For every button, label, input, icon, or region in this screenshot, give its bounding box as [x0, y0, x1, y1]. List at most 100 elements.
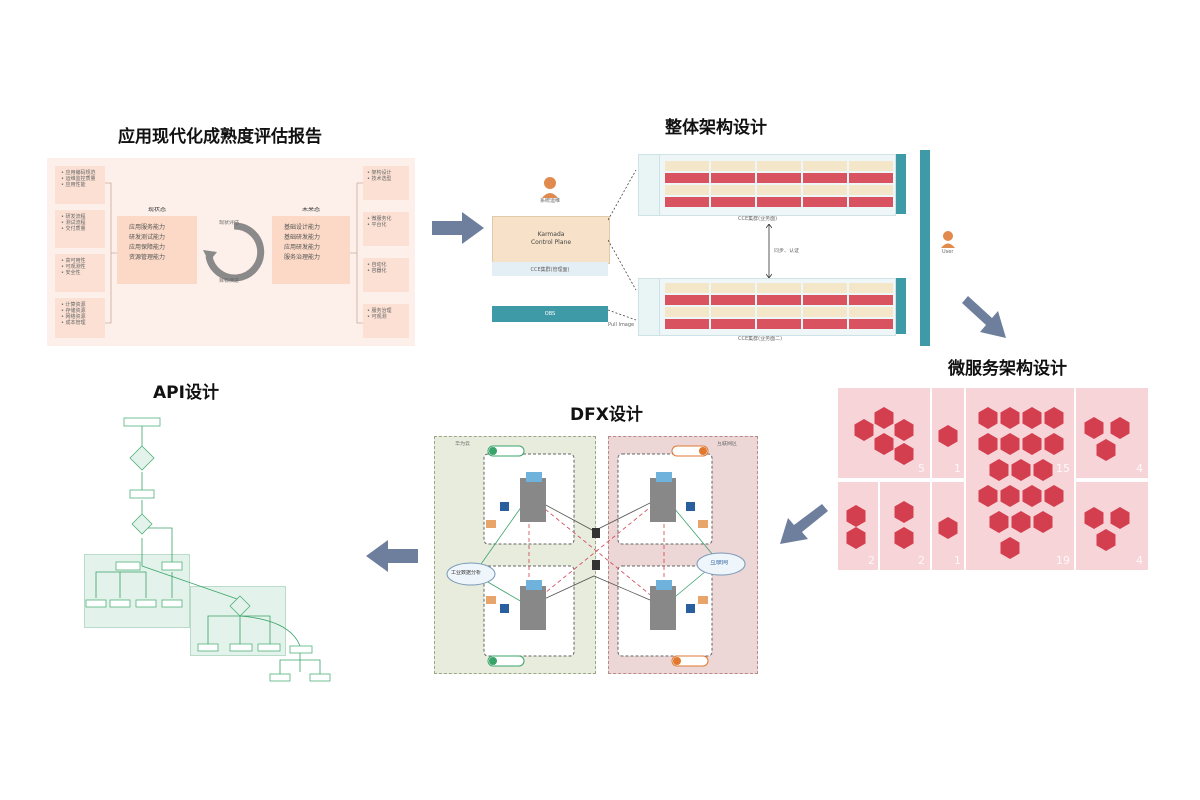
- admin-person-icon: [542, 177, 558, 198]
- service-hexagon: [1084, 507, 1104, 529]
- assess-right-box: • 微服务化• 平台化: [363, 212, 409, 246]
- service-cell: [757, 197, 801, 207]
- cluster-bottom: [638, 278, 896, 336]
- service-cell: [803, 283, 847, 293]
- ms-block: [1076, 482, 1148, 570]
- assessment-title: 应用现代化成熟度评估报告: [118, 127, 322, 147]
- target-item: 基础研发能力: [284, 234, 321, 241]
- control-plane-box: Karmada Control Plane: [492, 216, 610, 264]
- service-hexagon: [1022, 485, 1042, 507]
- service-hexagon: [1011, 459, 1031, 481]
- service-hexagon: [1044, 433, 1064, 455]
- target-item: 应用研发能力: [284, 244, 321, 251]
- ms-block: [880, 482, 930, 570]
- service-hexagon: [1044, 485, 1064, 507]
- assess-left-box: • 研发流程• 测试流程• 交付质量: [55, 210, 105, 248]
- current-state-label: 现状态: [147, 207, 166, 213]
- service-cell: [711, 173, 755, 183]
- assess-right-box: • 服务治理• 可观测: [363, 304, 409, 338]
- service-hexagon: [938, 425, 958, 447]
- control-plane-caption: CCE集群(管理面): [530, 267, 570, 273]
- service-cell: [757, 185, 801, 195]
- service-cell: [665, 319, 709, 329]
- microservice-title: 微服务架构设计: [948, 359, 1067, 379]
- target-state-label: 未来态: [301, 207, 320, 213]
- service-hexagon: [1096, 439, 1116, 461]
- assess-left-box: • 应用编码规范• 运维监控质量• 应用性能: [55, 166, 105, 204]
- ms-block: [838, 482, 878, 570]
- dfx-panel: 华为云 互联网区: [434, 436, 758, 674]
- cluster-bottom-caption: CCE集群(业务面二): [738, 336, 783, 342]
- service-cell: [711, 283, 755, 293]
- dfx-routers: [500, 502, 695, 613]
- cluster-top-side: [639, 155, 660, 215]
- service-cell: [803, 307, 847, 317]
- service-hexagon: [1033, 511, 1053, 533]
- dfx-zone-left-label: 华为云: [455, 441, 471, 447]
- service-cell: [803, 185, 847, 195]
- service-cell: [711, 295, 755, 305]
- ms-count: 19: [1056, 554, 1070, 567]
- control-plane-label: Karmada Control Plane: [530, 231, 572, 246]
- ms-count: 1: [954, 462, 961, 475]
- service-hexagon: [1000, 485, 1020, 507]
- service-cell: [803, 319, 847, 329]
- architecture-title: 整体架构设计: [665, 118, 767, 138]
- cluster-top-caption: CCE集群(业务面): [738, 216, 778, 222]
- pull-image-label: Pull Image: [608, 322, 635, 328]
- service-cell: [803, 161, 847, 171]
- cluster-bottom-side: [639, 279, 660, 335]
- service-hexagon: [846, 527, 866, 549]
- ingress-bar-bottom: [896, 278, 906, 334]
- service-hexagon: [874, 407, 894, 429]
- ingress-bar-top: [896, 154, 906, 214]
- service-hexagon: [894, 501, 914, 523]
- service-cell: [849, 307, 893, 317]
- service-hexagon: [1000, 407, 1020, 429]
- service-cell: [849, 197, 893, 207]
- assess-left-box: • 高可用性• 可观测性• 安全性: [55, 254, 105, 292]
- service-cell: [711, 307, 755, 317]
- service-cell: [665, 197, 709, 207]
- assessment-panel: • 应用编码规范• 运维监控质量• 应用性能 • 研发流程• 测试流程• 交付质…: [47, 158, 415, 346]
- target-state-box: 未来态 基础设计能力 基础研发能力 应用研发能力 服务治理能力: [272, 207, 350, 284]
- cloud-right-label: 互联网: [710, 560, 729, 566]
- service-cell: [757, 173, 801, 183]
- target-item: 基础设计能力: [284, 224, 321, 231]
- microservice-panel: 5 1 15 4 2 2 1 19 4: [838, 388, 1150, 570]
- user-label: User: [942, 249, 954, 255]
- cycle-icon: [203, 222, 265, 282]
- service-cell: [665, 295, 709, 305]
- arch-connectors: [608, 169, 637, 321]
- service-hexagon: [1011, 511, 1031, 533]
- service-cell: [757, 319, 801, 329]
- service-hexagon: [978, 433, 998, 455]
- ms-count: 2: [918, 554, 925, 567]
- ms-count: 5: [918, 462, 925, 475]
- service-cell: [665, 173, 709, 183]
- api-flow-nodes: [85, 417, 331, 682]
- service-hexagon: [894, 419, 914, 441]
- service-hexagon: [1022, 407, 1042, 429]
- service-cell: [665, 161, 709, 171]
- service-cell: [849, 283, 893, 293]
- dfx-firewalls: [486, 520, 708, 604]
- service-cell: [803, 295, 847, 305]
- current-item: 资源管理能力: [129, 254, 166, 261]
- service-cell: [849, 185, 893, 195]
- service-cell: [849, 173, 893, 183]
- current-item: 应用服务能力: [129, 224, 166, 231]
- arrow-left-icon: [366, 540, 418, 572]
- assess-bracket-right: [350, 182, 364, 324]
- obs-label: OBS: [544, 311, 556, 317]
- current-item: 研发测试能力: [129, 234, 166, 241]
- service-cell: [665, 185, 709, 195]
- service-hexagon: [1110, 507, 1130, 529]
- ms-hex-layer: [846, 407, 1130, 559]
- service-hexagon: [894, 443, 914, 465]
- service-hexagon: [989, 511, 1009, 533]
- api-title: API设计: [153, 383, 219, 403]
- current-state-box: 现状态 应用服务能力 研发测试能力 应用保障能力 资源管理能力: [117, 207, 197, 284]
- api-flow-layer: [85, 417, 331, 682]
- service-hexagon: [1084, 417, 1104, 439]
